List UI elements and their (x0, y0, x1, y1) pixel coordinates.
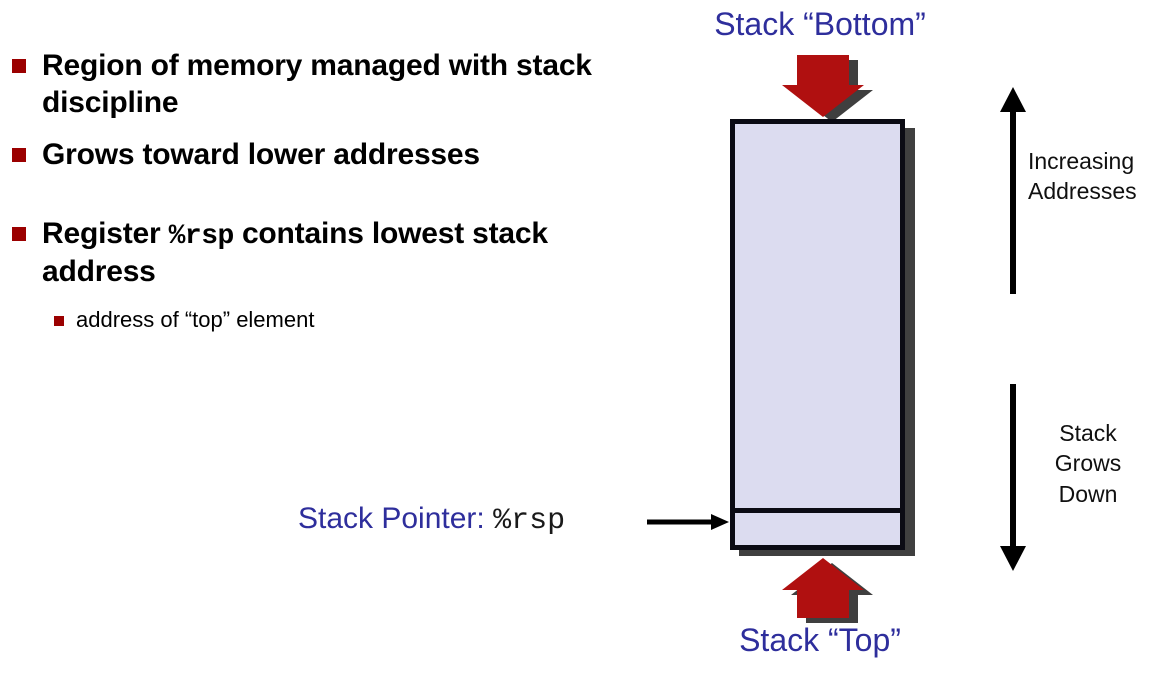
increasing-addresses-arrow-icon (998, 86, 1028, 301)
stack-grows-down-label: Stack Grows Down (1028, 418, 1148, 509)
bullet-text-register: Register %rsp contains lowest stack addr… (42, 216, 612, 291)
bullet-text: Grows toward lower addresses (42, 138, 480, 172)
stack-top-title: Stack “Top” (739, 622, 901, 658)
stack-bottom-title: Stack “Bottom” (714, 6, 926, 42)
stack-pointer-label: Stack Pointer: %rsp (298, 502, 565, 538)
stack-pointer-arrow-icon (645, 512, 731, 537)
register-name-rsp: %rsp (168, 220, 235, 252)
stack-grows-down-arrow-icon (998, 382, 1028, 577)
bullet-text-suffix: contains lowest stack address (42, 216, 548, 288)
increasing-addresses-label: Increasing Addresses (1028, 147, 1168, 207)
list-item: Register %rsp contains lowest stack addr… (12, 216, 612, 291)
stack-memory-box (730, 119, 905, 550)
bullet-list: Region of memory managed with stack disc… (12, 48, 612, 347)
increasing-addresses-line1: Increasing (1028, 148, 1135, 174)
bullet-text-prefix: Register (42, 216, 169, 250)
spacer (12, 190, 612, 216)
bullet-square-icon (54, 315, 64, 326)
stack-pointer-register: %rsp (493, 504, 566, 538)
stack-bottom-down-arrow-icon (770, 47, 880, 120)
bullet-square-icon (12, 59, 26, 73)
stack-grows-line3: Down (1058, 480, 1118, 507)
stack-grows-line1: Stack (1059, 420, 1117, 446)
stack-grows-line2: Grows (1054, 450, 1122, 477)
bullet-square-icon (12, 226, 26, 241)
stack-top-divider-line (730, 508, 905, 513)
stack-top-up-arrow-icon (770, 556, 880, 626)
stack-pointer-label-prefix: Stack Pointer: (298, 502, 494, 535)
bullet-text: Region of memory managed with stack disc… (42, 49, 592, 119)
list-item-sub: address of “top” element (54, 307, 612, 334)
bullet-square-icon (12, 148, 26, 163)
sub-bullet-text: address of “top” element (76, 306, 315, 332)
increasing-addresses-line2: Addresses (1028, 177, 1137, 204)
list-item: Region of memory managed with stack disc… (12, 48, 612, 121)
list-item: Grows toward lower addresses (12, 137, 612, 174)
